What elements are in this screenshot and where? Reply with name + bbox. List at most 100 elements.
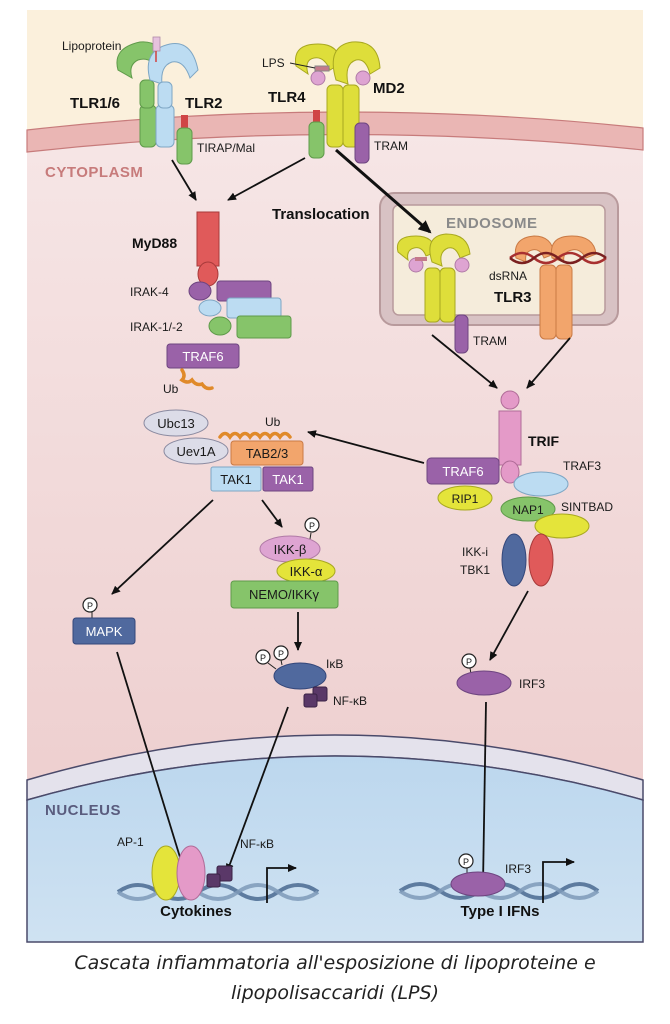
arrow-tbk1-to-irf3 bbox=[489, 590, 529, 661]
tbk1-kinase bbox=[528, 533, 554, 587]
tram-membrane-adaptor bbox=[354, 122, 370, 164]
phospho-label: P bbox=[278, 649, 284, 659]
ikk-i-label: IKK-i bbox=[462, 545, 488, 559]
tram-endosome-adaptor bbox=[454, 314, 469, 354]
ikb-label: IκB bbox=[326, 657, 343, 671]
phospho-label: P bbox=[87, 601, 93, 611]
ubiquitin-chain-1 bbox=[179, 368, 214, 391]
lps-ligand bbox=[289, 62, 330, 72]
nfkb-cytoplasmic bbox=[303, 686, 328, 708]
ikk-alpha: IKK-α bbox=[276, 558, 336, 584]
lipoprotein-label: Lipoprotein bbox=[62, 39, 121, 53]
dsrna-label: dsRNA bbox=[489, 269, 527, 283]
phospho-label: P bbox=[463, 857, 469, 867]
cytokines-label: Cytokines bbox=[160, 903, 232, 920]
tak1-kinase-a: TAK1 bbox=[210, 466, 262, 492]
nemo-label: NEMO/IKKγ bbox=[249, 587, 320, 602]
tirap-mal-label: TIRAP/Mal bbox=[197, 141, 255, 155]
nap1-protein: NAP1 bbox=[500, 496, 556, 522]
tak1-kinase-b: TAK1 bbox=[262, 466, 314, 492]
arrow-mapk-to-ap1 bbox=[116, 651, 185, 868]
rip1-kinase: RIP1 bbox=[437, 485, 493, 511]
myd88-adaptor bbox=[196, 211, 220, 287]
lipoprotein-ligand bbox=[152, 36, 161, 62]
tlr4-label: TLR4 bbox=[268, 89, 306, 106]
tab2-3-protein: TAB2/3 bbox=[230, 440, 304, 466]
nucleus-label: NUCLEUS bbox=[45, 802, 121, 819]
arrow-tak1-to-ikk bbox=[261, 499, 283, 528]
tak1-b-label: TAK1 bbox=[272, 472, 304, 487]
tlr2-label: TLR2 bbox=[185, 95, 223, 112]
ikk-beta-label: IKK-β bbox=[274, 542, 307, 557]
arrow-endo-tlr4-to-trif bbox=[431, 334, 498, 389]
irf3-nuc-phospho: P bbox=[458, 853, 474, 874]
ikb-protein bbox=[273, 662, 327, 690]
irf3-nuc-label: IRF3 bbox=[505, 862, 531, 876]
uev1a-enzyme: Uev1A bbox=[163, 437, 229, 465]
translocation-label: Translocation bbox=[272, 206, 370, 223]
arrow-tak1-to-mapk bbox=[111, 499, 214, 595]
arrow-irf3-to-nucleus bbox=[479, 701, 488, 885]
traf6-myd88: TRAF6 bbox=[166, 343, 240, 369]
sintbad-label: SINTBAD bbox=[561, 500, 613, 514]
endosome-label: ENDOSOME bbox=[446, 215, 538, 232]
nucleus-region bbox=[26, 755, 644, 943]
md2-proteins bbox=[310, 70, 371, 86]
caption-line-2: lipopolisaccaridi (LPS) bbox=[231, 982, 439, 1004]
tlr3-label: TLR3 bbox=[494, 289, 532, 306]
ap1-complex bbox=[151, 845, 206, 901]
ub-label-1: Ub bbox=[163, 382, 179, 396]
traf3-protein bbox=[513, 471, 569, 497]
tlr4-tirap-adaptor bbox=[308, 110, 325, 159]
endosomal-tlr4 bbox=[396, 233, 471, 323]
irf3-cyto-label: IRF3 bbox=[519, 677, 545, 691]
phospho-label: P bbox=[466, 657, 472, 667]
irak-light-kinase bbox=[198, 297, 282, 319]
irf3-nuclear bbox=[450, 871, 506, 897]
tbk1-label: TBK1 bbox=[460, 563, 490, 577]
traf6-trif-label: TRAF6 bbox=[442, 464, 483, 479]
cytoplasm-region bbox=[27, 125, 643, 942]
tram-endosome-label: TRAM bbox=[473, 334, 507, 348]
ikb-phospho-sites: P P bbox=[255, 645, 289, 670]
traf6-myd88-label: TRAF6 bbox=[182, 349, 223, 364]
arrow-tlr3-to-trif bbox=[526, 337, 571, 389]
irak4-kinase bbox=[188, 280, 272, 302]
irak1-2-kinase bbox=[208, 315, 292, 339]
tirap-mal-adaptor bbox=[176, 115, 193, 165]
arrow-nfkb-to-nucleus bbox=[226, 706, 289, 873]
ikk-alpha-label: IKK-α bbox=[290, 564, 323, 579]
mapk-kinase: MAPK bbox=[72, 617, 136, 645]
ubiquitin-chain-2 bbox=[218, 431, 292, 441]
irak4-label: IRAK-4 bbox=[130, 285, 169, 299]
caption-line-1: Cascata infiammatoria all'esposizione di… bbox=[74, 952, 596, 974]
uev1a-label: Uev1A bbox=[176, 444, 215, 459]
arrow-traf6-to-tab bbox=[307, 430, 425, 464]
lps-label: LPS bbox=[262, 56, 285, 70]
arrow-tirap-to-myd88 bbox=[171, 159, 197, 201]
arrow-tlr4-to-myd88 bbox=[227, 157, 306, 201]
nemo-ikk-gamma: NEMO/IKKγ bbox=[230, 580, 339, 609]
nap1-label: NAP1 bbox=[512, 503, 544, 517]
tab2-3-label: TAB2/3 bbox=[246, 446, 288, 461]
sintbad-protein bbox=[534, 513, 590, 539]
dsrna-ligand bbox=[509, 251, 607, 265]
phospho-label: P bbox=[309, 521, 315, 531]
ubc13-label: Ubc13 bbox=[157, 416, 195, 431]
ikk-beta-phospho: P bbox=[304, 517, 320, 540]
nfkb-cyto-label: NF-κB bbox=[333, 694, 367, 708]
transcription-start-arrow-cytokines bbox=[266, 864, 297, 903]
trif-label: TRIF bbox=[528, 433, 560, 449]
myd88-label: MyD88 bbox=[132, 235, 177, 251]
nfkb-nuc-label: NF-κB bbox=[240, 837, 274, 851]
nfkb-nuclear bbox=[206, 865, 233, 888]
tlr1-6-label: TLR1/6 bbox=[70, 95, 120, 112]
tak1-a-label: TAK1 bbox=[220, 472, 252, 487]
cytoplasm-label: CYTOPLASM bbox=[45, 164, 143, 181]
irak1-2-label: IRAK-1/-2 bbox=[130, 320, 183, 334]
type1-ifns-label: Type I IFNs bbox=[461, 903, 540, 920]
mapk-phospho: P bbox=[82, 597, 98, 618]
irf3-cytoplasmic bbox=[456, 670, 512, 696]
phospho-label: P bbox=[260, 653, 266, 663]
ub-label-2: Ub bbox=[265, 415, 281, 429]
